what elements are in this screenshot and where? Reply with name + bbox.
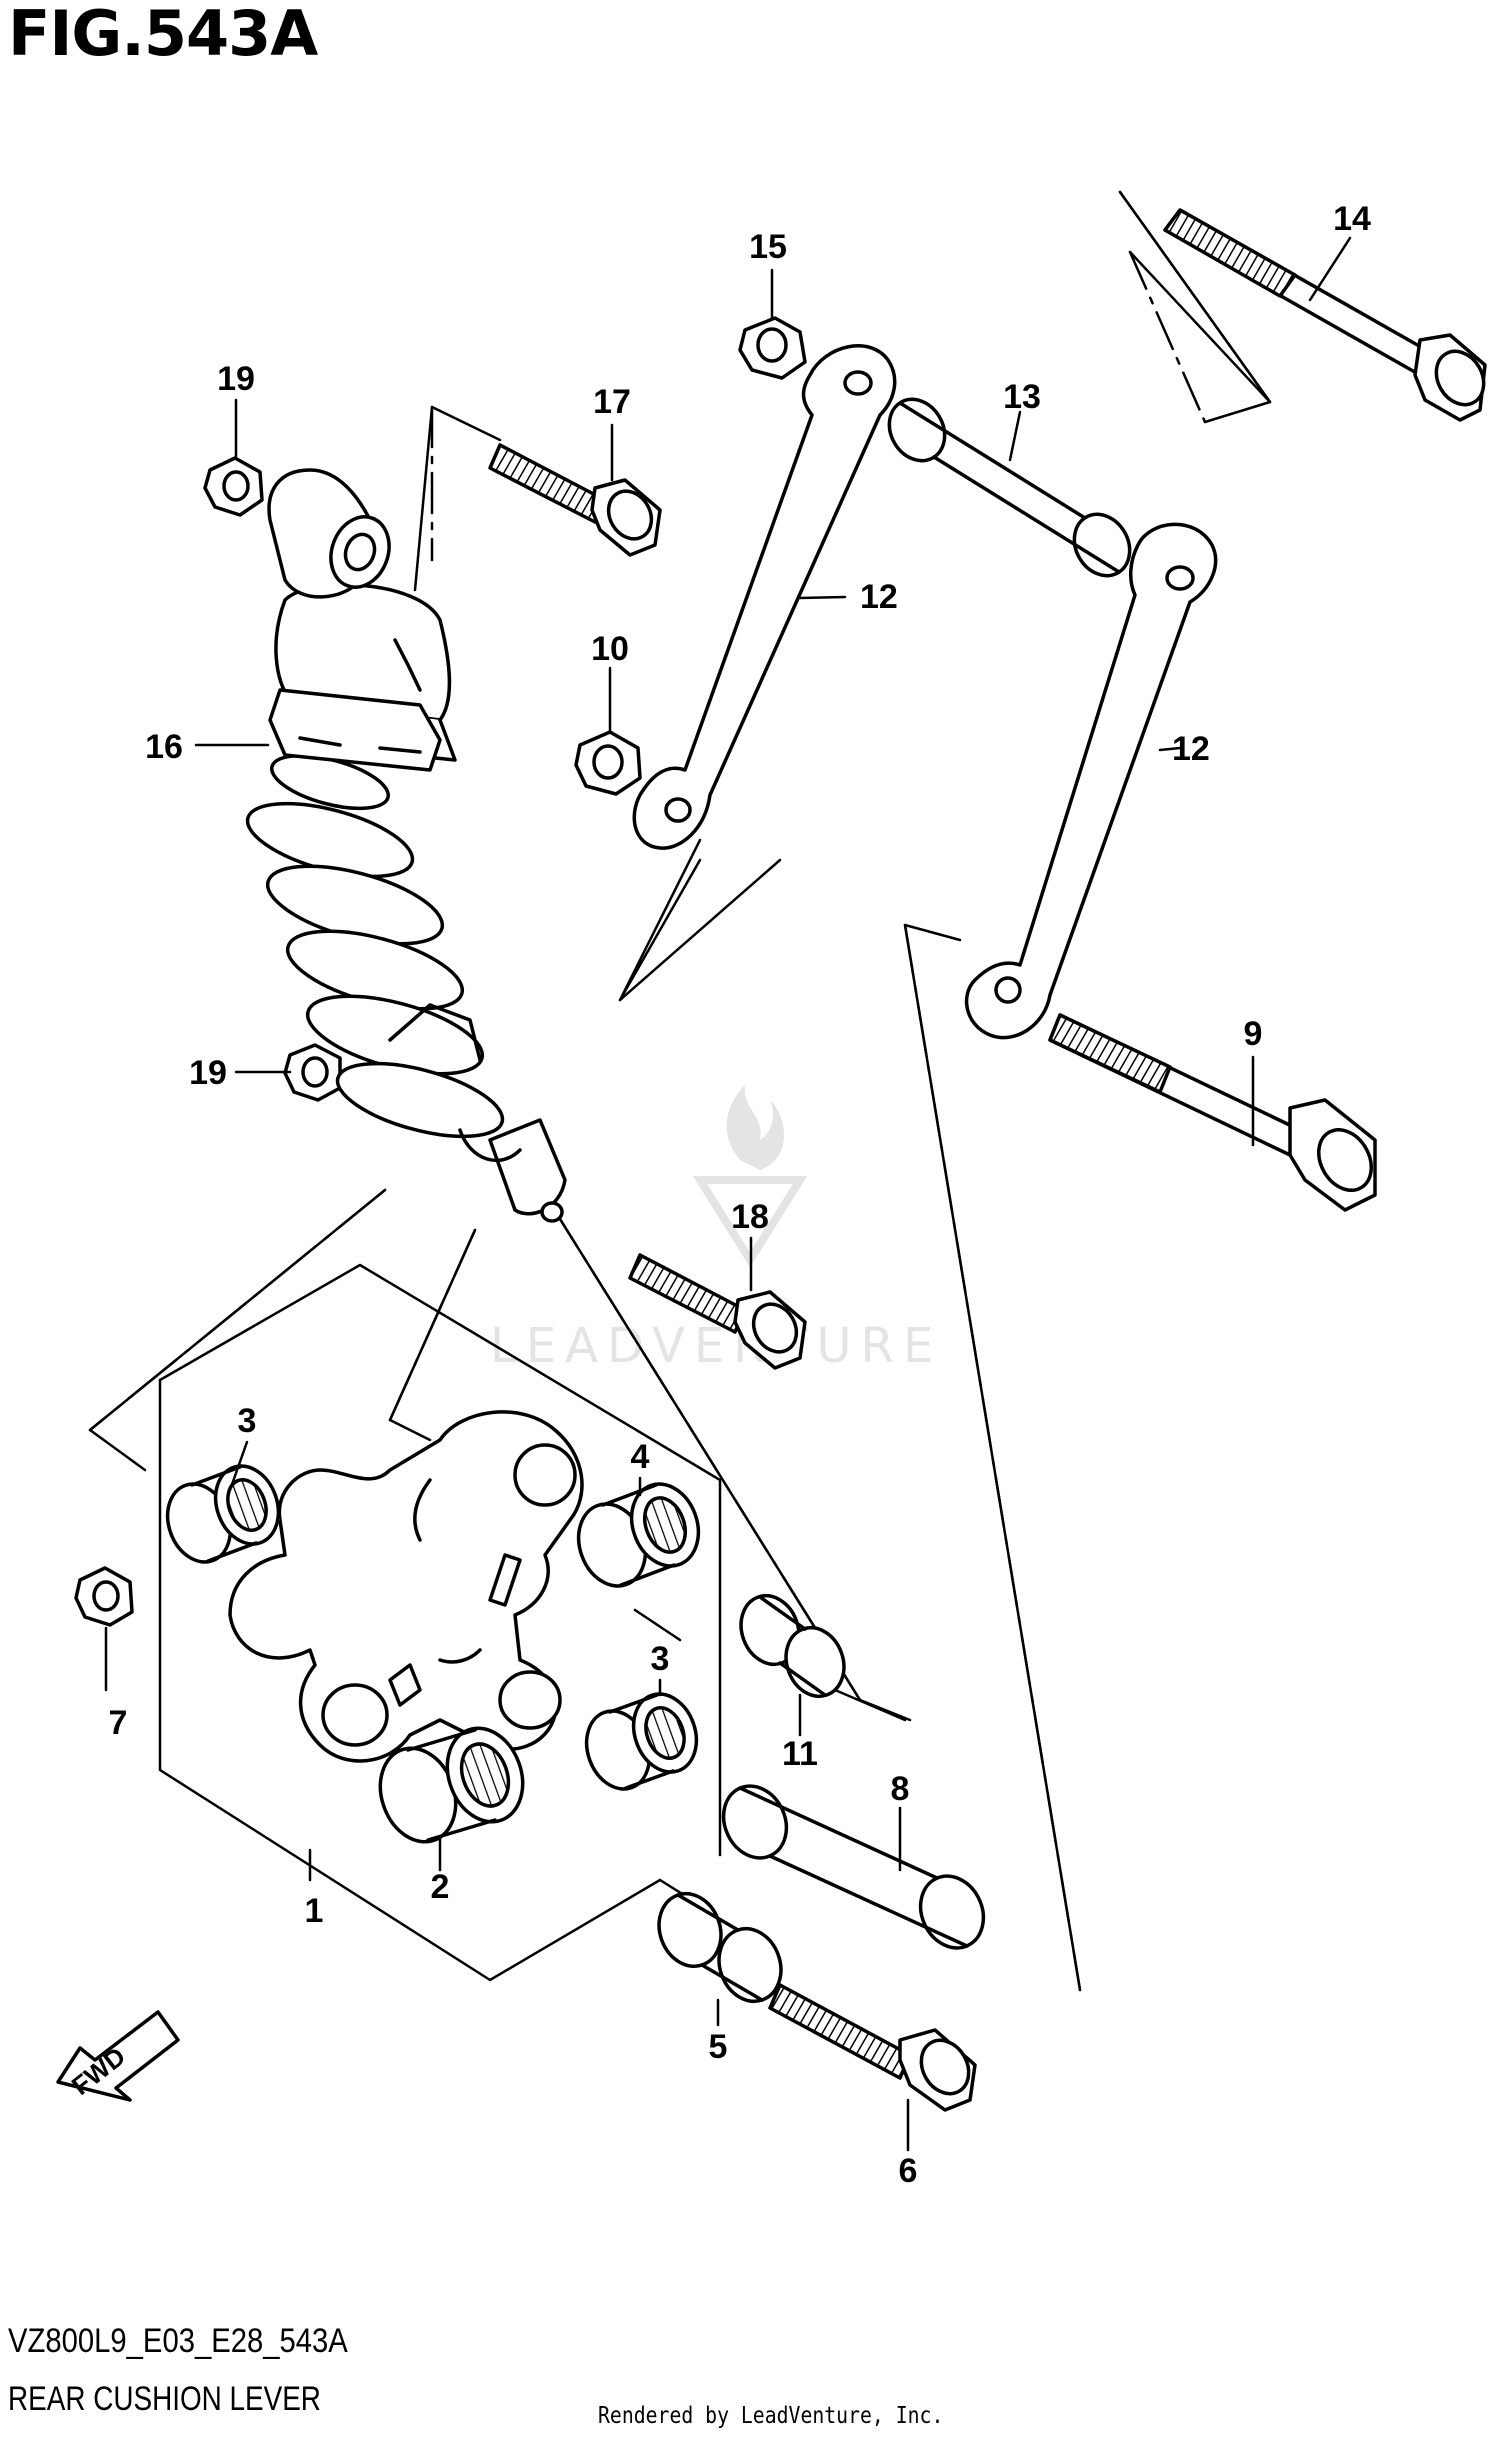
callout-3: 3 <box>651 1640 670 1678</box>
rod-12-lower <box>964 522 1218 1040</box>
callout-11: 11 <box>782 1735 818 1773</box>
callout-1: 1 <box>305 1892 324 1930</box>
leader-lines <box>104 236 1352 2152</box>
callout-9: 9 <box>1244 1015 1263 1053</box>
callout-10: 10 <box>591 630 629 668</box>
rear-shock-absorber <box>245 468 567 1223</box>
bearing-2 <box>378 1726 525 1844</box>
callout-8: 8 <box>891 1770 910 1808</box>
callout-19: 19 <box>217 360 255 398</box>
nut-15 <box>738 316 807 380</box>
bolt-6 <box>768 1983 977 2112</box>
bolt-17 <box>488 443 662 557</box>
bolt-14 <box>1163 208 1487 422</box>
callout-labels: 1 2 3 3 4 5 6 7 8 9 10 11 12 12 13 14 15… <box>109 200 1371 2190</box>
callout-18: 18 <box>731 1198 769 1236</box>
rendered-by-credit: Rendered by LeadVenture, Inc. <box>598 2403 944 2429</box>
figure-title: FIG.543A <box>8 0 318 70</box>
callout-13: 13 <box>1003 378 1041 416</box>
collar-5 <box>657 1891 783 2004</box>
callout-14: 14 <box>1333 200 1371 238</box>
watermark: LEADVENTURE <box>490 1085 942 1374</box>
bolt-9 <box>1048 1013 1377 1212</box>
callout-6: 6 <box>899 2152 918 2190</box>
callout-15: 15 <box>749 228 787 266</box>
collar-11 <box>739 1593 846 1699</box>
bearing-3a <box>165 1464 281 1564</box>
callout-4: 4 <box>631 1438 650 1476</box>
fwd-arrow <box>56 2010 180 2102</box>
pipe-8 <box>721 1784 986 1950</box>
callout-5: 5 <box>709 2028 728 2066</box>
phantom-lines <box>88 190 1272 1992</box>
cushion-lever <box>228 1410 584 1763</box>
figure-name: REAR CUSHION LEVER <box>8 2380 321 2418</box>
callout-12: 12 <box>860 578 898 616</box>
nut-10 <box>574 730 642 796</box>
rod-12-upper <box>632 344 897 850</box>
nut-19-top <box>203 456 264 517</box>
callout-2: 2 <box>431 1868 450 1906</box>
callout-7: 7 <box>109 1704 128 1742</box>
pipe-13 <box>887 397 1132 578</box>
callout-3: 3 <box>238 1402 257 1440</box>
nut-7 <box>74 1566 134 1627</box>
callout-19: 19 <box>189 1054 227 1092</box>
callout-16: 16 <box>145 728 183 766</box>
watermark-text: LEADVENTURE <box>490 1318 942 1374</box>
bearing-3b <box>584 1692 699 1791</box>
nut-19-mid <box>283 1043 342 1102</box>
figure-code: VZ800L9_E03_E28_543A <box>8 2322 348 2360</box>
bolt-18 <box>628 1253 807 1370</box>
callout-12: 12 <box>1172 730 1210 768</box>
callout-17: 17 <box>593 383 631 421</box>
bearing-4 <box>576 1482 701 1588</box>
